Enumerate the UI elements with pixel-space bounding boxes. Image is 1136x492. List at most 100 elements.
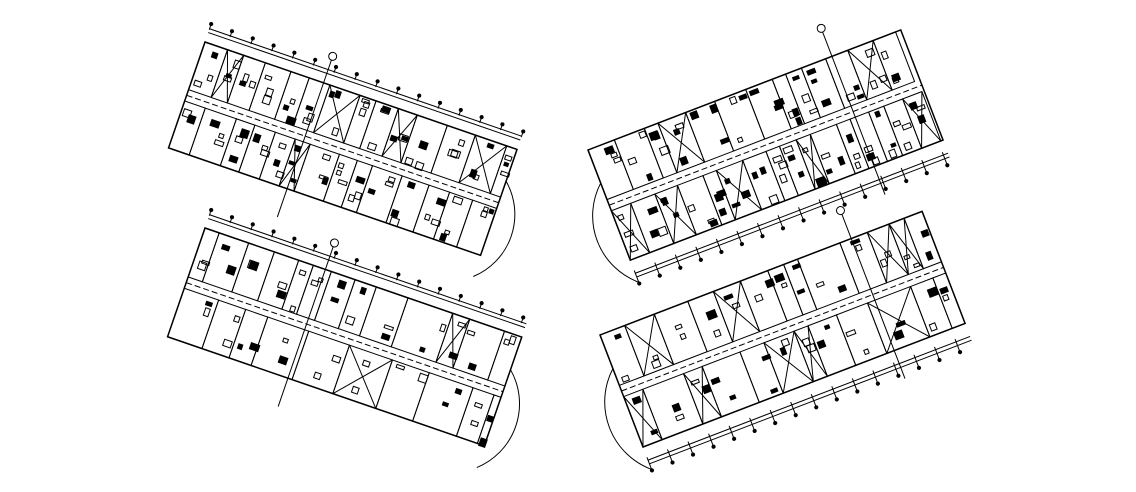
grid-marker: [855, 389, 860, 394]
void-diagonal: [809, 134, 816, 190]
fixture: [488, 208, 495, 215]
fixture: [770, 387, 779, 395]
fixture: [810, 78, 818, 85]
room: [343, 94, 377, 150]
grid-marker: [863, 194, 868, 199]
fixture: [816, 339, 827, 350]
dimension-tick: [756, 222, 763, 236]
room: [745, 78, 792, 140]
fixture: [845, 92, 857, 102]
dimension-tick: [790, 401, 796, 415]
fixture: [335, 169, 343, 177]
dimension-line: [208, 218, 526, 329]
fixture: [441, 401, 450, 408]
void-diagonal: [921, 91, 923, 149]
curved-wall: [473, 180, 516, 277]
room: [256, 251, 300, 310]
fixture: [613, 333, 622, 340]
dimension-tick: [695, 246, 701, 260]
fixture: [282, 104, 290, 112]
fixture: [825, 168, 833, 175]
fixture: [317, 276, 324, 284]
fixture: [248, 80, 257, 90]
fixture: [773, 272, 786, 284]
dimension-tick: [654, 262, 660, 275]
fixture: [795, 116, 803, 126]
fixture: [823, 324, 831, 331]
curved-wall: [476, 369, 521, 469]
grid-marker: [250, 36, 255, 41]
void-diagonal: [673, 185, 678, 244]
fixture: [920, 228, 930, 238]
grid-marker: [690, 452, 696, 457]
fixture: [417, 372, 429, 385]
fixture: [652, 354, 660, 361]
dimension-tick: [646, 457, 653, 470]
fixture: [260, 144, 269, 152]
grid-marker: [834, 397, 839, 402]
fixture: [264, 74, 273, 82]
fixture: [890, 142, 897, 148]
fixture: [612, 156, 622, 164]
fixture: [649, 228, 660, 239]
fixture: [939, 286, 949, 295]
fixture: [854, 243, 863, 252]
fixture: [486, 414, 494, 423]
fixture: [395, 363, 406, 371]
fixture: [289, 98, 296, 106]
fixture: [863, 348, 870, 356]
fixture: [384, 180, 395, 188]
grid-marker: [292, 236, 297, 241]
fixture: [238, 80, 247, 87]
curved-wall: [592, 182, 639, 283]
room: [839, 231, 888, 294]
fixture: [358, 107, 367, 118]
plan-bottom-left: [166, 207, 527, 469]
fixture: [815, 280, 825, 289]
fixture: [306, 112, 315, 123]
dimension-tick: [880, 175, 886, 189]
fixture: [355, 175, 366, 185]
fixture: [888, 148, 898, 159]
dimension-tick: [667, 449, 673, 462]
fixture: [380, 332, 391, 342]
fixture: [379, 107, 391, 115]
fixture: [782, 144, 794, 155]
fixture: [814, 175, 828, 188]
fixture: [837, 155, 846, 166]
curved-wall: [604, 368, 652, 470]
fixture: [854, 161, 862, 170]
dimension-tick: [921, 159, 927, 173]
grid-marker: [657, 273, 662, 278]
fixture: [321, 176, 330, 186]
grid-marker: [732, 436, 737, 441]
dimension-tick: [715, 238, 722, 252]
void-diagonal: [435, 318, 471, 363]
fixture: [780, 337, 791, 348]
fixture: [623, 229, 635, 238]
fixture: [503, 161, 510, 168]
dimension-line: [209, 214, 527, 325]
grid-marker: [437, 286, 443, 291]
fixture: [276, 280, 288, 291]
fixture: [252, 133, 262, 144]
grid-marker: [780, 226, 786, 231]
fixture: [204, 300, 214, 308]
dimension-tick: [892, 362, 899, 376]
grid-marker: [458, 107, 463, 113]
fixture: [780, 282, 788, 289]
fixture: [791, 107, 801, 118]
grid-marker: [354, 72, 359, 77]
dimension-line: [208, 32, 521, 141]
fixture: [679, 155, 689, 166]
section-line: [276, 59, 332, 218]
room: [687, 290, 734, 353]
fixture: [787, 154, 796, 162]
dimension-tick: [872, 370, 878, 383]
grid-marker: [719, 249, 724, 255]
corridor-centerline: [186, 94, 499, 204]
fixture: [337, 162, 345, 170]
fixture: [353, 191, 363, 201]
fixture: [330, 296, 340, 304]
plan-bottom-right: [599, 206, 972, 473]
